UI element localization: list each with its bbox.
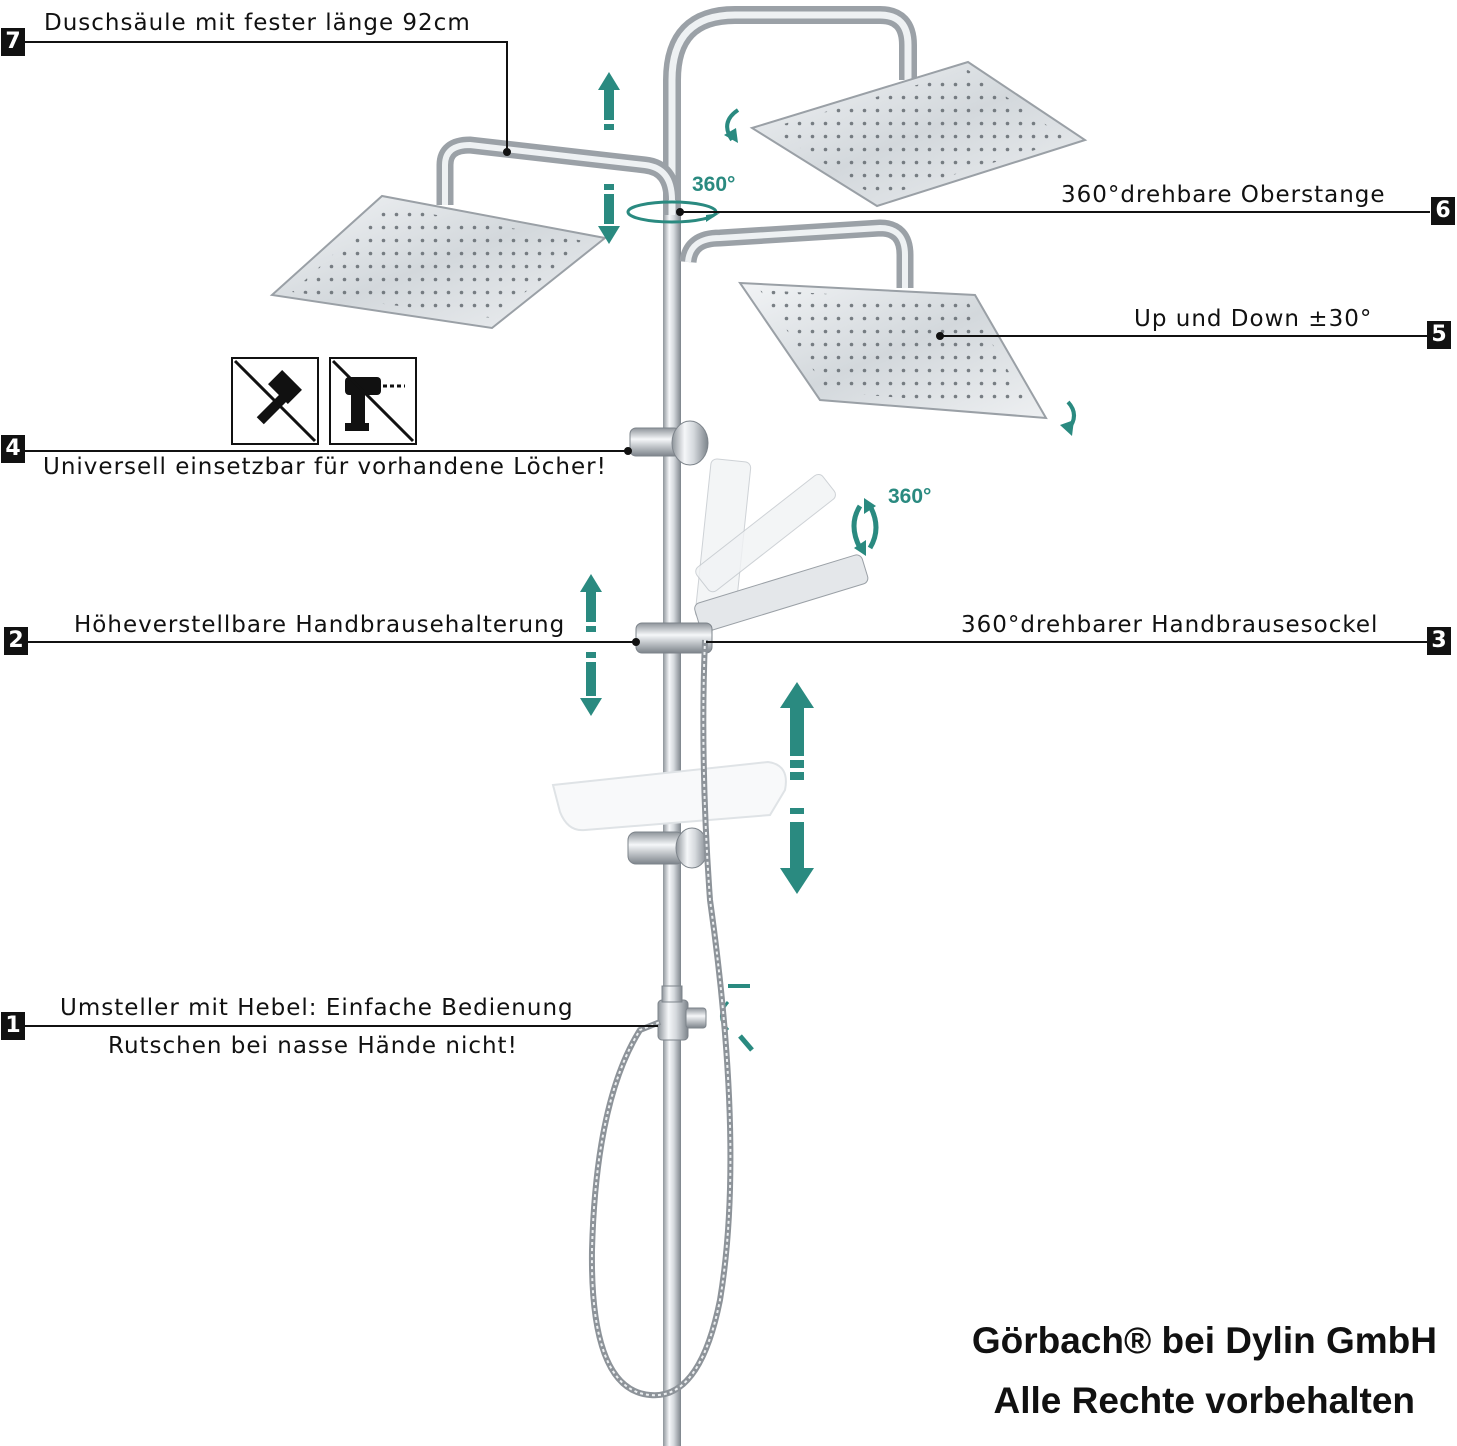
callout-5-number: 5: [1427, 321, 1451, 349]
callout-7-text: Duschsäule mit fester länge 92cm: [44, 10, 471, 36]
callout-4-text: Universell einsetzbar für vorhandene Löc…: [43, 454, 607, 480]
top-arm-right: [679, 219, 914, 288]
rain-shower-head-right: [738, 281, 1048, 420]
brand-line-2: Alle Rechte vorbehalten: [993, 1380, 1415, 1421]
soap-tray: [551, 760, 787, 869]
callout-1-text: Umsteller mit Hebel: Einfache Bedienung: [60, 995, 574, 1021]
callout-6-text: 360°drehbare Oberstange: [1061, 182, 1386, 208]
hand-shower-holder: [635, 622, 713, 654]
diverter-valve: [657, 985, 707, 1041]
no-drill-icon: [329, 357, 417, 445]
top-arm-back: [663, 6, 917, 215]
updown-arrow-top: [598, 72, 620, 244]
updown-arrow-middle: [580, 574, 602, 716]
callout-3-text: 360°drehbarer Handbrausesockel: [961, 612, 1379, 638]
rain-shower-head-back: [749, 60, 1088, 208]
main-column: [663, 205, 681, 1446]
top-arm-left: [436, 136, 681, 205]
callout-5-text: Up und Down ±30°: [1134, 306, 1373, 332]
callout-1-subtext: Rutschen bei nasse Hände nicht!: [108, 1033, 518, 1059]
callout-1-number: 1: [1, 1012, 25, 1040]
shower-hose: [588, 639, 734, 1399]
no-hammer-icon: [231, 357, 319, 445]
brand-line-1: Görbach® bei Dylin GmbH: [971, 1320, 1437, 1361]
callout-4-number: 4: [1, 435, 25, 463]
callout-7-number: 7: [1, 28, 25, 56]
hand-shower: [694, 458, 869, 633]
leader-lines: [24, 41, 1430, 1027]
wall-bracket-upper: [629, 420, 709, 466]
callout-6-number: 6: [1431, 197, 1455, 225]
callout-2-text: Höheverstellbare Handbrausehalterung: [74, 612, 566, 638]
updown-arrow-large: [780, 682, 814, 894]
rain-shower-head-left: [269, 194, 608, 330]
callout-3-number: 3: [1427, 627, 1451, 655]
rotation-label-top: 360°: [692, 173, 736, 196]
rotation-label-hand: 360°: [888, 485, 932, 508]
callout-2-number: 2: [4, 627, 28, 655]
